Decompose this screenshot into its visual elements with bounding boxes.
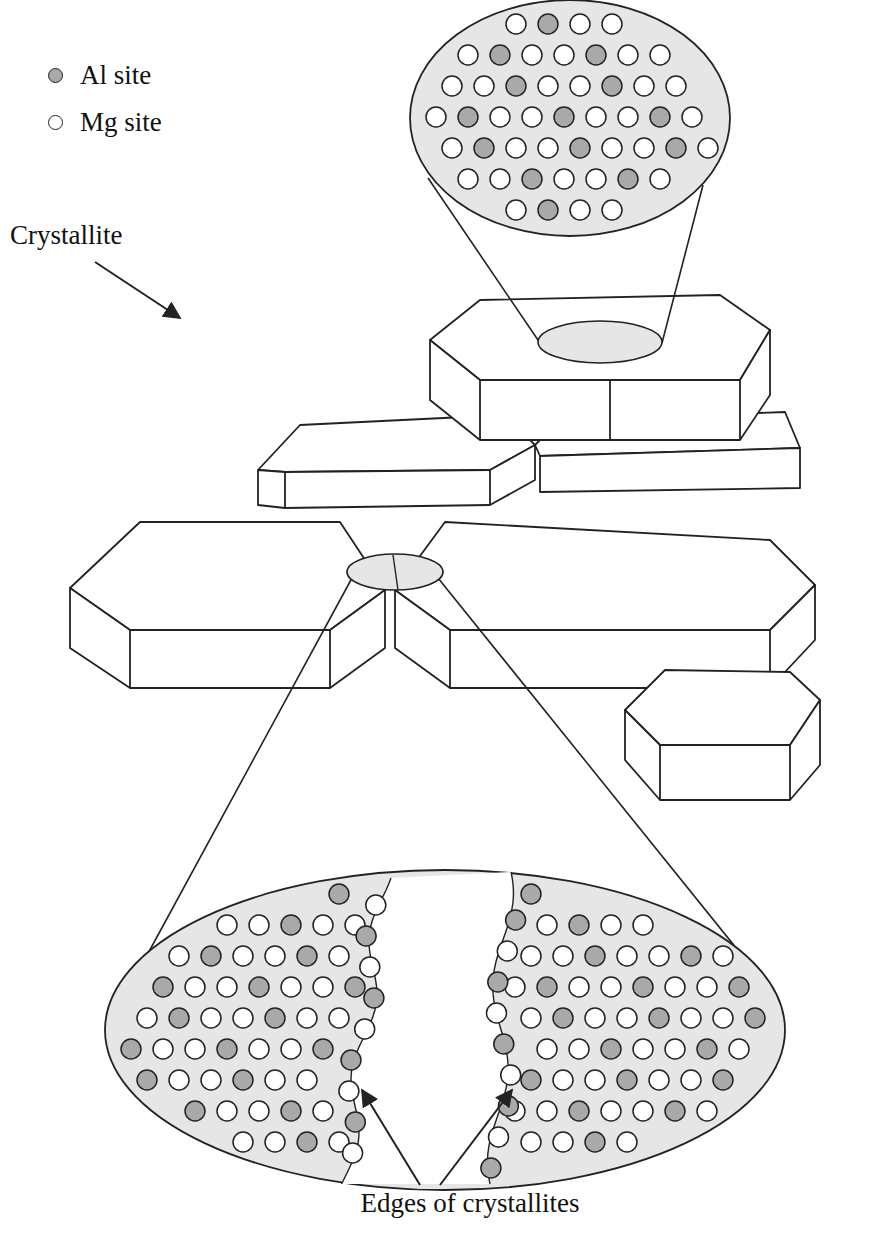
legend-text: Mg site bbox=[80, 107, 162, 138]
callout-label: Crystallite bbox=[10, 220, 122, 251]
legend-swatch bbox=[48, 68, 63, 83]
edge-zoom bbox=[105, 870, 785, 1190]
crystallite-prisms bbox=[70, 295, 820, 800]
zoom-spot bbox=[538, 321, 662, 363]
legend-swatch bbox=[48, 115, 63, 130]
lattice-sites bbox=[121, 14, 765, 1178]
callout-label: Edges of crystallites bbox=[361, 1188, 580, 1219]
legend-text: Al site bbox=[80, 60, 151, 91]
crystallite-gap bbox=[342, 872, 514, 1184]
grain-boundary bbox=[393, 555, 398, 590]
surface-zoom bbox=[410, 0, 730, 236]
leader-arrow bbox=[95, 262, 512, 1185]
zoom-spot bbox=[347, 554, 443, 590]
